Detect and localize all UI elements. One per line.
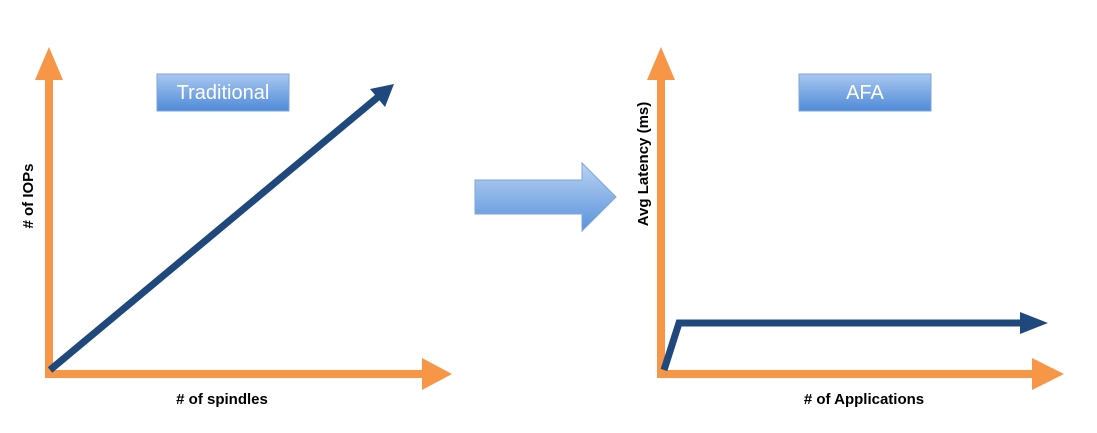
right-x-axis-line xyxy=(657,370,1034,378)
right-title-box: AFA xyxy=(798,73,932,112)
left-x-axis-arrowhead xyxy=(422,358,452,390)
right-y-axis-label: Avg Latency (ms) xyxy=(635,102,652,226)
right-y-axis-line xyxy=(657,78,665,378)
left-x-axis-label: # of spindles xyxy=(176,391,268,408)
right-trend-arrow xyxy=(660,312,1048,372)
left-x-axis xyxy=(45,358,452,390)
right-y-axis-arrowhead xyxy=(647,47,675,80)
left-x-axis-line xyxy=(45,370,425,378)
transition-arrow xyxy=(474,161,617,233)
left-y-axis xyxy=(35,47,63,378)
right-title-text: AFA xyxy=(846,82,884,104)
right-arrow-icon xyxy=(474,161,617,233)
left-trend-arrow xyxy=(47,84,394,373)
left-title-text: Traditional xyxy=(177,82,270,104)
right-panel: AFA # of Applications Avg Latency (ms) xyxy=(635,47,1064,408)
right-title-box-bg xyxy=(798,73,932,112)
right-x-axis xyxy=(657,358,1064,390)
right-y-axis xyxy=(647,47,675,378)
right-trend-arrowhead xyxy=(1020,312,1048,334)
left-y-axis-label: # of IOPs xyxy=(20,163,37,228)
left-trend-line xyxy=(47,94,381,373)
left-title-box-bg xyxy=(156,73,290,112)
left-panel: Traditional # of spindles # of IOPs xyxy=(20,47,452,408)
left-y-axis-line xyxy=(45,78,53,378)
left-y-axis-arrowhead xyxy=(35,47,63,80)
right-x-axis-label: # of Applications xyxy=(804,391,924,408)
right-x-axis-arrowhead xyxy=(1032,358,1064,390)
left-trend-arrowhead xyxy=(370,84,394,107)
left-title-box: Traditional xyxy=(156,73,290,112)
right-trend-line xyxy=(660,319,1022,372)
